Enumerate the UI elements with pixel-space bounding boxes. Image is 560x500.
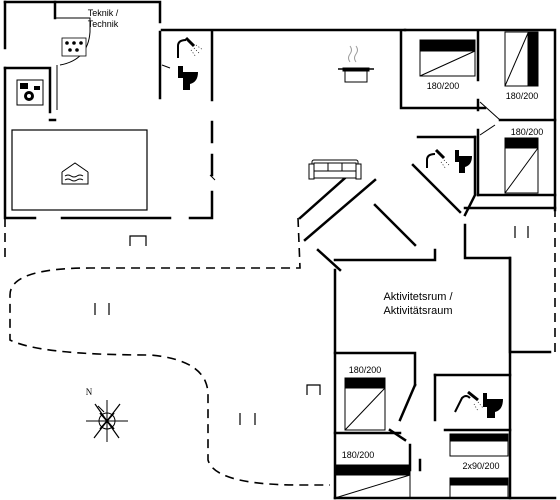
room-label-technik-2: Technik (88, 19, 119, 29)
toilet-icon (178, 66, 198, 90)
bed-double (449, 433, 509, 499)
bed-right (504, 137, 539, 194)
bed-lower-lower (334, 464, 411, 499)
bathroom-lower (454, 390, 503, 418)
bed-label-lower-lower: 180/200 (342, 450, 375, 460)
room-label-activity-2: Aktivitätsraum (383, 305, 452, 317)
room-label-technik-1: Teknik / (88, 8, 119, 18)
cooking-pot-icon (338, 45, 374, 83)
bed-label-top-right: 180/200 (506, 91, 539, 101)
sauna-icon (61, 37, 87, 57)
bed-top-right (504, 31, 539, 87)
shower-icon (177, 36, 204, 58)
pool (11, 129, 148, 211)
washing-machine-icon (16, 79, 44, 106)
pool-icon (61, 162, 89, 185)
bathroom-right (426, 148, 472, 173)
toilet-icon (455, 150, 472, 173)
bed-label-right: 180/200 (511, 127, 544, 137)
room-label-activity-1: Aktivitetsrum / (383, 291, 453, 303)
bed-top-left (419, 39, 476, 77)
walls (3, 0, 557, 500)
compass-rose-icon (86, 400, 128, 442)
bed-label-lower-upper: 180/200 (349, 365, 382, 375)
bed-label-top-left: 180/200 (427, 81, 460, 91)
shower-icon (426, 148, 451, 170)
shower-icon (454, 390, 484, 413)
door-markers (94, 226, 529, 425)
bathroom-top (177, 36, 204, 90)
compass-north-label: N (86, 387, 93, 397)
sofa-icon (308, 159, 362, 180)
toilet-icon (483, 393, 503, 418)
terrace-outline (4, 208, 556, 486)
bed-label-double: 2x90/200 (462, 461, 499, 471)
bed-lower-upper (344, 377, 386, 431)
